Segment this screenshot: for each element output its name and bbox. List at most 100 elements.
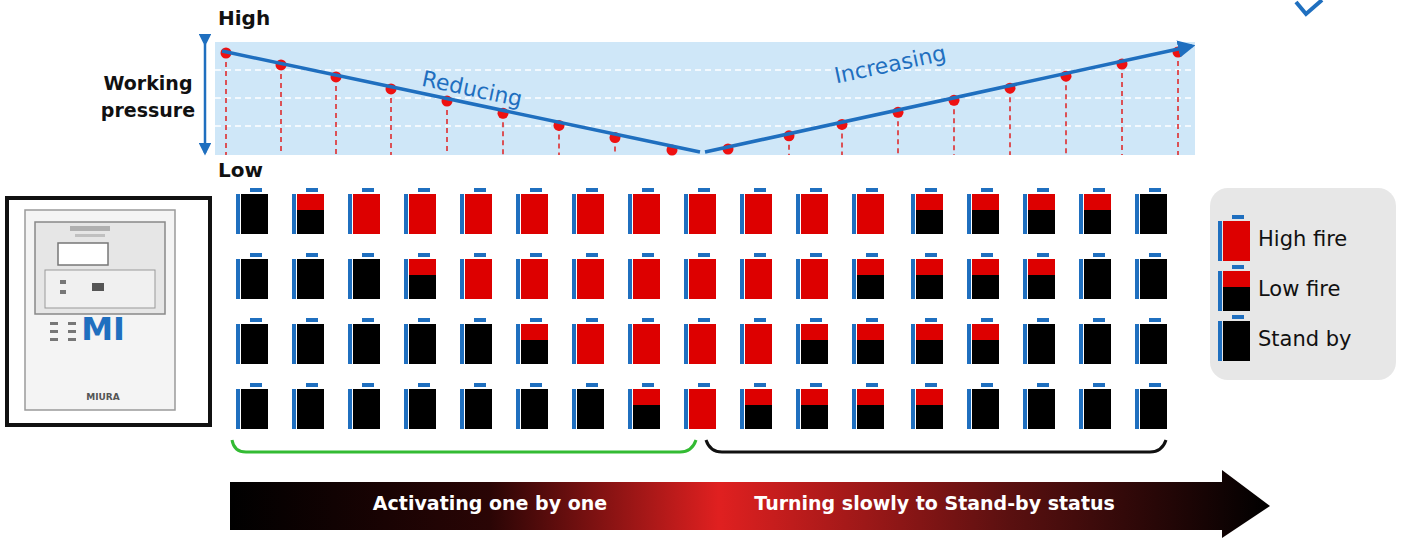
legend-sample bbox=[1223, 271, 1250, 287]
boiler-tab bbox=[981, 253, 993, 257]
boiler-side bbox=[348, 259, 352, 299]
boiler-icon bbox=[967, 318, 999, 364]
boiler-body bbox=[1140, 389, 1167, 429]
boiler-tab bbox=[530, 253, 542, 257]
boiler-tab bbox=[1093, 318, 1105, 322]
boiler-icon bbox=[516, 383, 548, 429]
boiler-tab bbox=[250, 253, 262, 257]
boiler-side bbox=[460, 324, 464, 364]
boiler-side bbox=[1079, 324, 1083, 364]
activating-bracket bbox=[232, 440, 696, 452]
boiler-body bbox=[745, 324, 772, 364]
boiler-icon bbox=[796, 188, 828, 234]
boiler-icon bbox=[236, 188, 268, 234]
boiler-icon bbox=[967, 253, 999, 299]
boiler-side bbox=[460, 194, 464, 234]
boiler-tab bbox=[698, 188, 710, 192]
boiler-body bbox=[297, 194, 324, 234]
boiler-body bbox=[972, 194, 999, 234]
boiler-tab bbox=[418, 318, 430, 322]
drop-line bbox=[1009, 88, 1011, 155]
legend-tab bbox=[1232, 265, 1244, 269]
boiler-body bbox=[857, 259, 884, 299]
boiler-icon bbox=[796, 383, 828, 429]
boiler-icon bbox=[1135, 318, 1167, 364]
boiler-tab bbox=[754, 383, 766, 387]
boiler-tab bbox=[810, 253, 822, 257]
boiler-tab bbox=[1093, 253, 1105, 257]
boiler-flame bbox=[1084, 194, 1111, 210]
boiler-icon bbox=[348, 318, 380, 364]
boiler-side bbox=[852, 194, 856, 234]
boiler-tab bbox=[306, 188, 318, 192]
boiler-flame bbox=[633, 389, 660, 405]
drop-line bbox=[897, 112, 899, 155]
boiler-grid bbox=[236, 188, 1167, 429]
axis-low: Low bbox=[218, 158, 263, 182]
boiler-icon bbox=[404, 383, 436, 429]
boiler-tab bbox=[754, 318, 766, 322]
boiler-icon bbox=[404, 253, 436, 299]
boiler-body bbox=[297, 389, 324, 429]
boiler-icon bbox=[1023, 318, 1055, 364]
boiler-body bbox=[1084, 259, 1111, 299]
boiler-body bbox=[521, 389, 548, 429]
boiler-side bbox=[684, 194, 688, 234]
boiler-tab bbox=[530, 318, 542, 322]
boiler-body bbox=[1028, 194, 1055, 234]
boiler-icon bbox=[236, 383, 268, 429]
boiler-tab bbox=[362, 188, 374, 192]
boiler-body bbox=[916, 194, 943, 234]
boiler-flame bbox=[857, 324, 884, 340]
boiler-body bbox=[577, 389, 604, 429]
boiler-body bbox=[297, 259, 324, 299]
boiler-icon bbox=[236, 253, 268, 299]
boiler-body bbox=[972, 389, 999, 429]
boiler-icon bbox=[740, 383, 772, 429]
boiler-body bbox=[857, 324, 884, 364]
boiler-body bbox=[1028, 259, 1055, 299]
pressure-band bbox=[215, 42, 1195, 155]
boiler-icon bbox=[1079, 188, 1111, 234]
process-arrow: Activating one by oneTurning slowly to S… bbox=[230, 468, 1272, 539]
boiler-icon bbox=[348, 383, 380, 429]
boiler-flame bbox=[857, 259, 884, 275]
boiler-tab bbox=[306, 253, 318, 257]
boiler-icon bbox=[1135, 188, 1167, 234]
boiler-icon bbox=[796, 318, 828, 364]
boiler-side bbox=[967, 194, 971, 234]
boiler-tab bbox=[1149, 318, 1161, 322]
boiler-side bbox=[292, 324, 296, 364]
boiler-tab bbox=[698, 383, 710, 387]
boiler-icon bbox=[460, 318, 492, 364]
boiler-tab bbox=[250, 188, 262, 192]
boiler-side bbox=[572, 194, 576, 234]
boiler-body bbox=[801, 194, 828, 234]
boiler-flame bbox=[1028, 259, 1055, 275]
boiler-body bbox=[916, 259, 943, 299]
boiler-body bbox=[689, 324, 716, 364]
boiler-side bbox=[460, 259, 464, 299]
boiler-body bbox=[972, 259, 999, 299]
boiler-icon bbox=[684, 318, 716, 364]
boiler-flame bbox=[297, 194, 324, 210]
boiler-icon bbox=[740, 318, 772, 364]
standby-bracket bbox=[706, 440, 1166, 452]
boiler-body bbox=[353, 259, 380, 299]
axis-high: High bbox=[218, 6, 270, 30]
boiler-icon bbox=[460, 383, 492, 429]
boiler-side bbox=[348, 194, 352, 234]
boiler-tab bbox=[925, 188, 937, 192]
boiler-body bbox=[633, 324, 660, 364]
boiler-side bbox=[911, 389, 915, 429]
boiler-icon bbox=[740, 253, 772, 299]
boiler-body bbox=[689, 389, 716, 429]
boiler-icon bbox=[684, 188, 716, 234]
boiler-tab bbox=[474, 383, 486, 387]
boiler-body bbox=[521, 259, 548, 299]
boiler-body bbox=[1028, 389, 1055, 429]
boiler-tab bbox=[981, 318, 993, 322]
boiler-icon bbox=[516, 318, 548, 364]
boiler-body bbox=[521, 324, 548, 364]
boiler-side bbox=[628, 259, 632, 299]
